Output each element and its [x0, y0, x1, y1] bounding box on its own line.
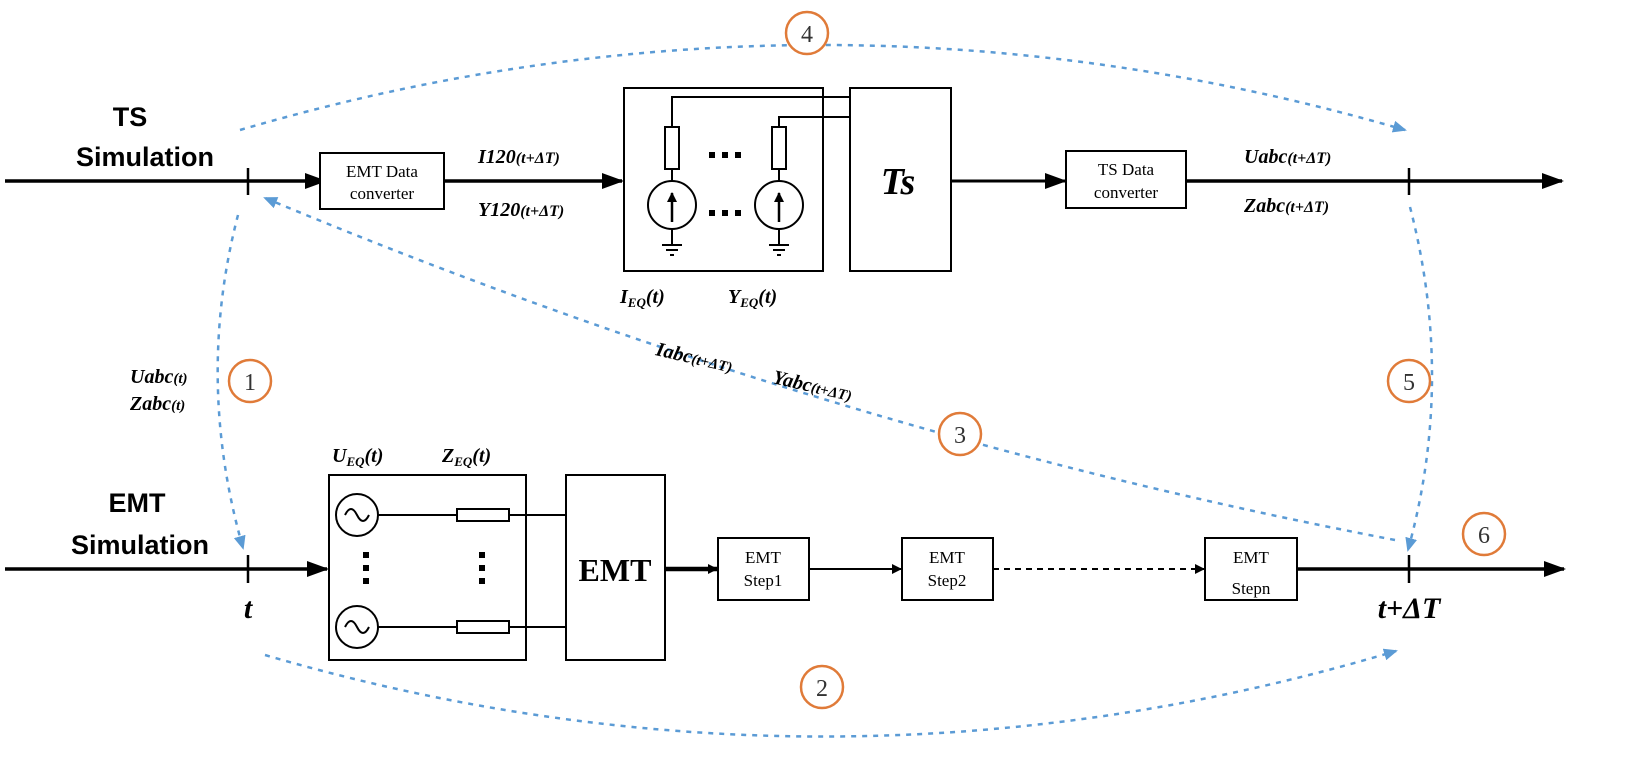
ground-icon — [769, 244, 789, 256]
emt-title-line1: EMT — [109, 488, 167, 518]
ts-data-converter-label-2: converter — [1094, 183, 1159, 202]
emt-block: EMT — [565, 474, 666, 661]
emt-data-converter-label-2: converter — [350, 184, 415, 203]
zabc-output-label: Zabc(t+ΔT) — [1243, 195, 1329, 217]
resistor-icon — [771, 126, 787, 170]
emt-step1-label-1: EMT — [745, 548, 782, 567]
resistor-icon — [664, 126, 680, 170]
emt-stepn-label-2: Stepn — [1232, 579, 1271, 598]
emt-step1-label-2: Step1 — [744, 571, 783, 590]
yabc-label: Yabc(t+ΔT) — [771, 366, 854, 406]
equivalent-voltage-source-block — [328, 474, 566, 661]
vertical-ellipsis-icon — [363, 552, 485, 584]
exchange-arrows — [216, 43, 1434, 738]
ts-block-label: Ts — [881, 161, 916, 203]
uabc-output-label: Uabc(t+ΔT) — [1244, 146, 1331, 168]
step-number: 5 — [1403, 370, 1415, 396]
emt-data-converter-label-1: EMT Data — [346, 162, 418, 181]
step-number: 4 — [801, 22, 813, 48]
emt-step2-label-1: EMT — [929, 548, 966, 567]
i120-label: I120(t+ΔT) — [477, 146, 560, 168]
emt-data-converter-block: EMT Data converter — [319, 152, 445, 210]
step-number: 6 — [1478, 523, 1490, 549]
zeq-label: ZEQ(t) — [441, 445, 491, 469]
equivalent-current-source-block — [623, 87, 850, 272]
step-circle-5: 5 — [1386, 358, 1432, 404]
emt-stepn-block: EMT Stepn — [1204, 537, 1298, 601]
step-circle-2: 2 — [799, 664, 845, 710]
emt-stepn-label-1: EMT — [1233, 548, 1270, 567]
iabc-label: Iabc(t+ΔT) — [653, 338, 735, 377]
arrow-step3 — [263, 196, 1396, 542]
resistor-icon — [456, 508, 510, 522]
t-start-label: t — [244, 592, 254, 625]
emt-step2-label-2: Step2 — [928, 571, 967, 590]
yeq-label: YEQ(t) — [728, 286, 777, 310]
ts-data-converter-block: TS Data converter — [1065, 150, 1187, 209]
emt-title-line2: Simulation — [71, 530, 209, 560]
step-circle-4: 4 — [784, 10, 830, 56]
emt-timeline — [5, 555, 1566, 583]
ueq-label: UEQ(t) — [332, 445, 383, 469]
ground-icon — [662, 244, 682, 256]
emt-block-label: EMT — [579, 552, 652, 588]
ts-title-line1: TS — [113, 102, 148, 132]
ts-title-line2: Simulation — [76, 142, 214, 172]
arrow-step5 — [1405, 206, 1434, 552]
emt-step2-block: EMT Step2 — [901, 537, 994, 601]
zabc-t-label: Zabc(t) — [129, 393, 185, 415]
step-number: 3 — [954, 423, 966, 449]
ts-block: Ts — [849, 87, 952, 272]
t-end-label: t+ΔT — [1378, 592, 1442, 625]
step-number: 2 — [816, 676, 828, 702]
arrow-step2 — [264, 648, 1398, 738]
ts-timeline — [5, 168, 1564, 195]
y120-label: Y120(t+ΔT) — [478, 199, 564, 221]
ieq-label: IEQ(t) — [619, 286, 665, 310]
step-number: 1 — [244, 370, 256, 396]
step-circle-1: 1 — [227, 358, 273, 404]
arrow-step4 — [239, 43, 1407, 133]
step-circle-6: 6 — [1461, 511, 1507, 557]
ellipsis-dots-icon — [709, 152, 741, 216]
emt-step1-block: EMT Step1 — [717, 537, 810, 601]
arrow-step1 — [216, 214, 246, 550]
ts-data-converter-label-1: TS Data — [1098, 160, 1155, 179]
uabc-t-label: Uabc(t) — [130, 366, 188, 388]
step-circle-3: 3 — [937, 411, 983, 457]
resistor-icon — [456, 620, 510, 634]
